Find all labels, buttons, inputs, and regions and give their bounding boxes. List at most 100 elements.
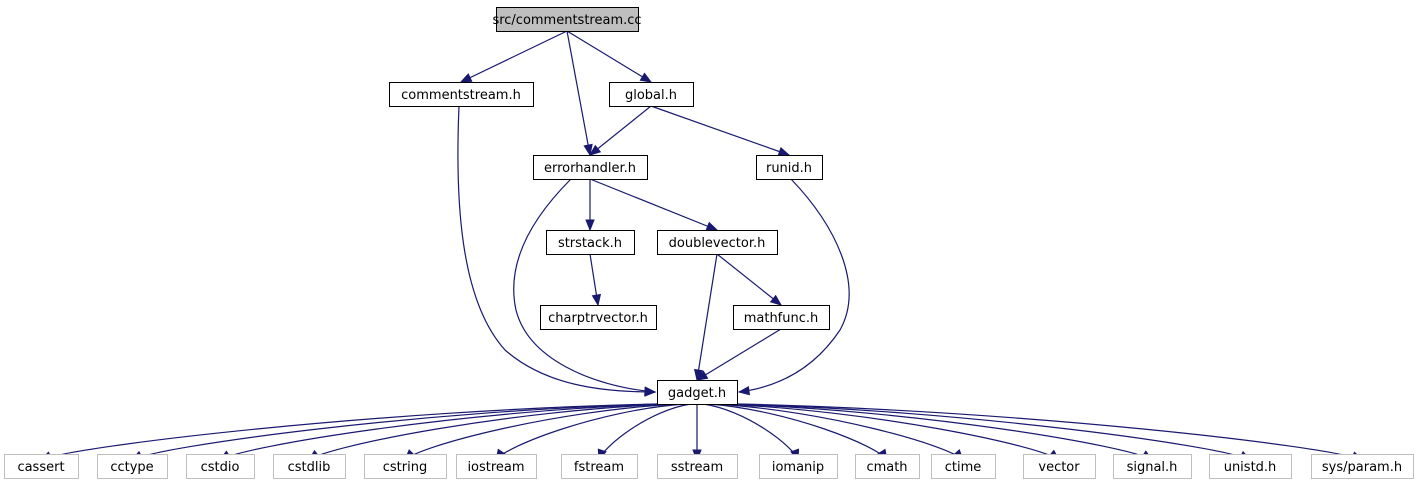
edge-gadget_h-to-sstream: [692, 403, 702, 462]
node-box: [496, 7, 639, 32]
edge-arrowhead: [769, 294, 783, 306]
node-runid-h[interactable]: runid.h: [756, 155, 823, 180]
edge-gadget_h-to-cassert: [39, 403, 658, 461]
edge-gadget_h-to-fstream: [597, 403, 692, 462]
edge-line: [219, 403, 669, 461]
edge-doublevector_h-to-gadget_h: [693, 253, 718, 382]
edge-commentstream_cc-to-global_h: [566, 30, 653, 83]
node-box: [186, 454, 255, 479]
edge-line: [131, 403, 664, 461]
edge-global_h-to-errorhandler_h: [588, 105, 652, 156]
node-cmath[interactable]: cmath: [855, 454, 920, 479]
edge-line: [404, 403, 680, 461]
edge-gadget_h-to-cstring: [404, 403, 680, 461]
node-label: iomanip: [772, 460, 824, 475]
node-commentstream-h[interactable]: commentstream.h: [389, 82, 534, 107]
edge-arrowhead: [695, 370, 709, 381]
node-box: [533, 155, 648, 180]
node-cassert[interactable]: cassert: [4, 454, 79, 479]
node-iostream[interactable]: iostream: [456, 454, 537, 479]
edge-strstack_h-to-charptrvector_h: [589, 253, 602, 307]
edge-arrowhead: [693, 368, 704, 382]
node-label: mathfunc.h: [744, 311, 819, 326]
edge-line: [589, 178, 718, 231]
node-label: runid.h: [766, 161, 812, 176]
node-box: [561, 454, 638, 479]
node-box: [456, 454, 537, 479]
node-label: signal.h: [1127, 460, 1178, 475]
node-box: [657, 380, 738, 405]
node-box: [609, 82, 694, 107]
edge-line: [513, 178, 656, 393]
edge-line: [40, 403, 658, 461]
edge-line: [712, 403, 964, 461]
edge-line: [598, 403, 692, 461]
edge-line: [730, 403, 1251, 461]
edge-line: [566, 30, 652, 83]
node-doublevector-h[interactable]: doublevector.h: [657, 230, 778, 255]
edge-arrowhead: [583, 143, 593, 157]
node-label: global.h: [625, 88, 677, 103]
node-vector[interactable]: vector: [1023, 454, 1096, 479]
node-label: ctime: [945, 460, 982, 475]
edge-line: [589, 105, 652, 156]
node-iomanip[interactable]: iomanip: [759, 454, 838, 479]
edge-arrowhead: [644, 386, 657, 396]
nodes-layer: src/commentstream.cc commentstream.h globa…: [4, 7, 1414, 479]
node-box: [273, 454, 346, 479]
node-box: [931, 454, 996, 479]
node-gadget-h[interactable]: gadget.h: [657, 380, 738, 405]
edge-line: [650, 105, 790, 156]
edge-line: [738, 178, 850, 393]
edge-line: [718, 403, 1060, 461]
node-ctime[interactable]: ctime: [931, 454, 996, 479]
node-box: [657, 454, 738, 479]
node-commentstream-cc[interactable]: src/commentstream.cc: [492, 7, 642, 32]
node-sstream[interactable]: sstream: [657, 454, 738, 479]
node-box: [1209, 454, 1292, 479]
edge-line: [724, 403, 1153, 461]
node-label: cassert: [17, 460, 64, 475]
node-sys-param-h[interactable]: sys/param.h: [1311, 454, 1414, 479]
node-errorhandler-h[interactable]: errorhandler.h: [533, 155, 648, 180]
node-label: charptrvector.h: [548, 311, 648, 326]
node-box: [1113, 454, 1192, 479]
node-cstdlib[interactable]: cstdlib: [273, 454, 346, 479]
node-mathfunc-h[interactable]: mathfunc.h: [733, 305, 830, 330]
edge-line: [702, 403, 799, 461]
node-box: [389, 82, 534, 107]
edge-arrowhead: [459, 73, 473, 83]
edge-arrowhead: [585, 219, 595, 232]
edge-gadget_h-to-cctype: [130, 403, 664, 461]
node-charptrvector-h[interactable]: charptrvector.h: [540, 305, 657, 330]
node-cstdio[interactable]: cstdio: [186, 454, 255, 479]
edge-global_h-to-runid_h: [650, 105, 791, 156]
node-fstream[interactable]: fstream: [561, 454, 638, 479]
edge-line: [716, 253, 782, 306]
node-box: [546, 230, 635, 255]
node-unistd-h[interactable]: unistd.h: [1209, 454, 1292, 479]
edge-line: [308, 403, 674, 461]
node-box: [364, 454, 447, 479]
node-box: [855, 454, 920, 479]
node-strstack-h[interactable]: strstack.h: [546, 230, 635, 255]
node-cstring[interactable]: cstring: [364, 454, 447, 479]
edge-line: [566, 30, 591, 156]
node-label: errorhandler.h: [544, 161, 636, 176]
node-label: cstring: [383, 460, 427, 475]
node-signal-h[interactable]: signal.h: [1113, 454, 1192, 479]
edge-errorhandler_h-to-strstack_h: [585, 179, 595, 232]
node-box: [756, 155, 823, 180]
node-box: [759, 454, 838, 479]
edge-commentstream_cc-to-errorhandler_h: [566, 30, 593, 157]
node-box: [97, 454, 168, 479]
node-label: vector: [1038, 460, 1080, 475]
node-label: cmath: [866, 460, 907, 475]
edge-doublevector_h-to-mathfunc_h: [716, 253, 783, 306]
edge-line: [457, 105, 656, 393]
node-label: sstream: [671, 460, 723, 475]
edge-commentstream_cc-to-commentstream_h: [459, 30, 568, 83]
node-cctype[interactable]: cctype: [97, 454, 168, 479]
node-global-h[interactable]: global.h: [609, 82, 694, 107]
